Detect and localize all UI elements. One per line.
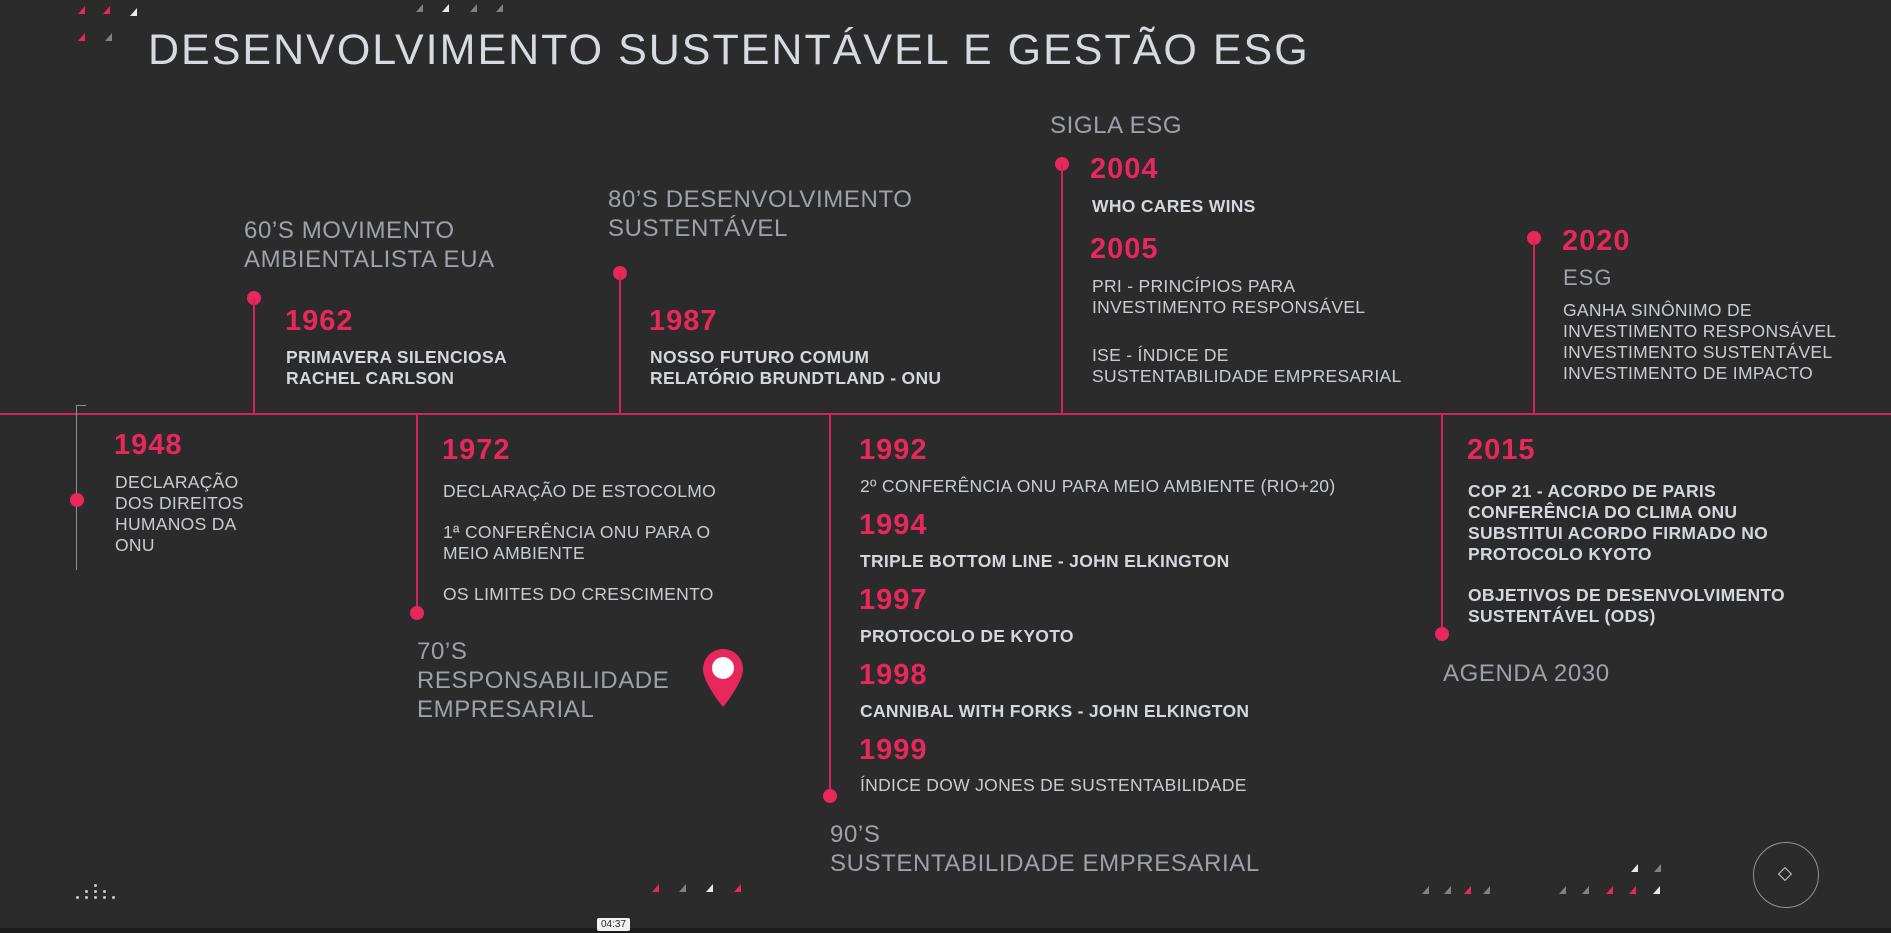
desc-line: INVESTIMENTO RESPONSÁVEL: [1092, 297, 1366, 317]
year-2020: 2020: [1562, 225, 1631, 257]
year-1987: 1987: [649, 305, 718, 337]
decorative-triangles-bottom-right: [1422, 864, 1662, 898]
era-line: EMPRESARIAL: [417, 696, 595, 723]
connector-2015: [1441, 414, 1443, 635]
connector-90s: [829, 414, 831, 796]
desc-1998: CANNIBAL WITH FORKS - JOHN ELKINGTON: [860, 701, 1250, 721]
desc-line: SUSTENTABILIDADE EMPRESARIAL: [1092, 366, 1402, 386]
year-1948: 1948: [114, 429, 183, 461]
era-60s: 60’S MOVIMENTO AMBIENTALISTA EUA: [244, 216, 495, 274]
desc-1992: 2º CONFERÊNCIA ONU PARA MEIO AMBIENTE (R…: [860, 476, 1336, 496]
desc-1987: NOSSO FUTURO COMUM RELATÓRIO BRUNDTLAND …: [650, 347, 941, 389]
marker-dot-1948: [70, 493, 84, 507]
desc-1999: ÍNDICE DOW JONES DE SUSTENTABILIDADE: [860, 775, 1247, 795]
map-pin-icon: [703, 649, 743, 707]
year-1972: 1972: [442, 434, 511, 466]
desc-line: GANHA SINÔNIMO DE: [1563, 300, 1752, 320]
desc-1997: PROTOCOLO DE KYOTO: [860, 626, 1074, 646]
desc-1948: DECLARAÇÃO DOS DIREITOS HUMANOS DA ONU: [115, 472, 244, 556]
era-line: SUSTENTABILIDADE EMPRESARIAL: [830, 850, 1260, 877]
year-1994: 1994: [859, 509, 928, 541]
decorative-triangles-bottom-left: [652, 884, 752, 896]
desc-2005: PRI - PRINCÍPIOS PARA INVESTIMENTO RESPO…: [1092, 276, 1402, 387]
desc-line: PRIMAVERA SILENCIOSA: [286, 347, 507, 367]
era-80s: 80’S DESENVOLVIMENTO SUSTENTÁVEL: [608, 185, 913, 243]
desc-1962: PRIMAVERA SILENCIOSA RACHEL CARLSON: [286, 347, 507, 389]
desc-line: PRI - PRINCÍPIOS PARA: [1092, 276, 1296, 296]
desc-line: COP 21 - ACORDO DE PARIS: [1468, 481, 1717, 501]
connector-2004: [1061, 164, 1063, 414]
desc-line: SUSTENTÁVEL (ODS): [1468, 606, 1656, 626]
era-line: RESPONSABILIDADE: [417, 667, 670, 694]
connector-1987: [619, 273, 621, 414]
desc-line: 1ª CONFERÊNCIA ONU PARA O: [443, 522, 711, 542]
connector-1972: [416, 414, 418, 613]
year-2004: 2004: [1090, 153, 1159, 185]
connector-1962: [253, 298, 255, 414]
era-agenda-2030: AGENDA 2030: [1443, 660, 1610, 687]
desc-line: PROTOCOLO KYOTO: [1468, 544, 1652, 564]
desc-1994: TRIPLE BOTTOM LINE - JOHN ELKINGTON: [860, 551, 1230, 571]
bracket-1948: [76, 405, 86, 570]
era-line: 80’S DESENVOLVIMENTO: [608, 186, 913, 213]
era-line: 60’S MOVIMENTO: [244, 217, 455, 244]
desc-2020: GANHA SINÔNIMO DE INVESTIMENTO RESPONSÁV…: [1563, 300, 1836, 384]
era-line: AMBIENTALISTA EUA: [244, 246, 495, 273]
desc-line: SUBSTITUI ACORDO FIRMADO NO: [1468, 523, 1769, 543]
era-line: SUSTENTÁVEL: [608, 215, 788, 242]
desc-1972: DECLARAÇÃO DE ESTOCOLMO 1ª CONFERÊNCIA O…: [443, 481, 716, 605]
year-1997: 1997: [859, 584, 928, 616]
year-1992: 1992: [859, 434, 928, 466]
desc-2004: WHO CARES WINS: [1092, 196, 1256, 216]
desc-line: OS LIMITES DO CRESCIMENTO: [443, 584, 714, 604]
dots-grid-icon[interactable]: [76, 884, 116, 900]
era-line: 70’S: [417, 638, 468, 665]
era-70s: 70’S RESPONSABILIDADE EMPRESARIAL: [417, 637, 669, 724]
era-sigla-esg: SIGLA ESG: [1050, 112, 1183, 139]
desc-line: OBJETIVOS DE DESENVOLVIMENTO: [1468, 585, 1785, 605]
desc-line: ISE - ÍNDICE DE: [1092, 345, 1229, 365]
marker-dot-1972: [410, 606, 424, 620]
desc-line: INVESTIMENTO DE IMPACTO: [1563, 363, 1813, 383]
desc-line: INVESTIMENTO RESPONSÁVEL: [1563, 321, 1837, 341]
desc-line: RACHEL CARLSON: [286, 368, 455, 388]
desc-line: MEIO AMBIENTE: [443, 543, 585, 563]
desc-line: DOS DIREITOS: [115, 493, 244, 513]
desc-line: CONFERÊNCIA DO CLIMA ONU: [1468, 502, 1738, 522]
marker-dot-90s: [823, 789, 837, 803]
desc-line: ONU: [115, 535, 155, 555]
player-progress-bar[interactable]: [0, 928, 1891, 933]
desc-line: DECLARAÇÃO: [115, 472, 239, 492]
desc-line: DECLARAÇÃO DE ESTOCOLMO: [443, 481, 717, 501]
desc-line: RELATÓRIO BRUNDTLAND - ONU: [650, 368, 942, 388]
desc-2015: COP 21 - ACORDO DE PARIS CONFERÊNCIA DO …: [1468, 481, 1785, 627]
decorative-triangles-top: [78, 4, 518, 46]
marker-dot-2015: [1435, 627, 1449, 641]
year-1998: 1998: [859, 659, 928, 691]
page-title: DESENVOLVIMENTO SUSTENTÁVEL E GESTÃO ESG: [148, 26, 1310, 74]
desc-line: NOSSO FUTURO COMUM: [650, 347, 870, 367]
era-90s: 90’S SUSTENTABILIDADE EMPRESARIAL: [830, 820, 1260, 878]
era-line: 90’S: [830, 821, 881, 848]
connector-2020: [1533, 238, 1535, 414]
year-1999: 1999: [859, 734, 928, 766]
diamond-icon: [1777, 866, 1793, 882]
year-1962: 1962: [285, 305, 354, 337]
year-2015: 2015: [1467, 434, 1536, 466]
timeline-axis: [0, 413, 1891, 415]
subtitle-2020: ESG: [1563, 265, 1613, 290]
desc-line: INVESTIMENTO SUSTENTÁVEL: [1563, 342, 1833, 362]
circle-control-icon[interactable]: [1753, 842, 1819, 908]
playback-timestamp: 04:37: [597, 918, 631, 931]
desc-line: HUMANOS DA: [115, 514, 237, 534]
year-2005: 2005: [1090, 233, 1159, 265]
